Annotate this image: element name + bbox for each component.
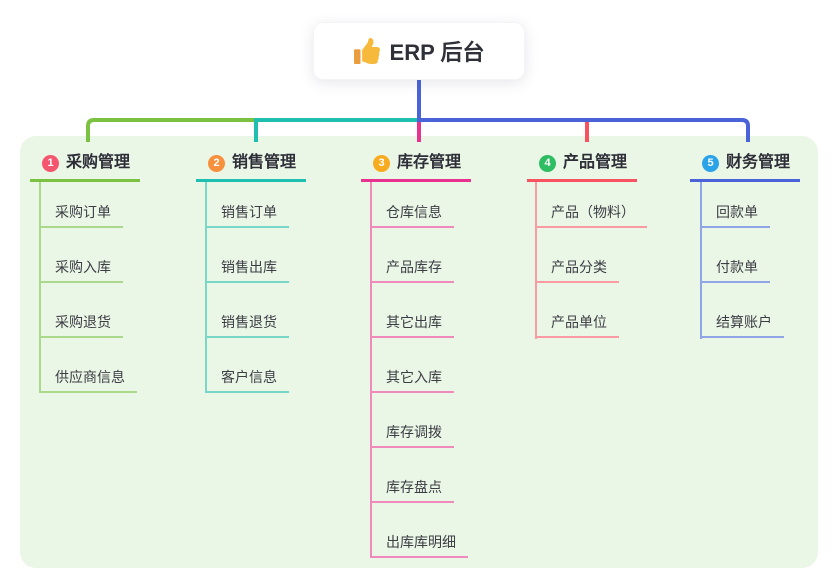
branch-number-badge: 3 [373, 154, 390, 172]
branch-label-text: 采购管理 [66, 154, 131, 171]
thumbs-up-icon [353, 38, 380, 64]
child-node[interactable]: 采购退货 [40, 312, 123, 338]
child-node[interactable]: 付款单 [701, 257, 770, 283]
branch-label-text: 产品管理 [563, 154, 628, 171]
child-node[interactable]: 销售出库 [206, 257, 289, 283]
branch-label-text: 销售管理 [232, 154, 297, 171]
branch-label-finance[interactable]: 5 财务管理 [690, 148, 801, 182]
child-node[interactable]: 其它出库 [371, 312, 454, 338]
root-node[interactable]: ERP 后台 [313, 22, 525, 80]
branch-label-inventory[interactable]: 3 库存管理 [361, 148, 472, 182]
branch-label-product[interactable]: 4 产品管理 [527, 148, 638, 182]
branch-number-badge: 5 [702, 154, 719, 172]
branch-number-badge: 1 [42, 154, 59, 172]
child-node[interactable]: 仓库信息 [371, 202, 454, 228]
child-node[interactable]: 回款单 [701, 202, 770, 228]
root-title: ERP 后台 [389, 40, 485, 65]
branch-label-purchase[interactable]: 1 采购管理 [30, 148, 141, 182]
branch-number-badge: 4 [539, 154, 556, 172]
child-node[interactable]: 采购入库 [40, 257, 123, 283]
child-node[interactable]: 其它入库 [371, 367, 454, 393]
child-node[interactable]: 供应商信息 [40, 367, 137, 393]
child-node[interactable]: 产品分类 [536, 257, 619, 283]
child-node[interactable]: 出库库明细 [371, 532, 468, 558]
child-node[interactable]: 库存盘点 [371, 477, 454, 503]
branch-label-sales[interactable]: 2 销售管理 [196, 148, 307, 182]
child-node[interactable]: 客户信息 [206, 367, 289, 393]
branch-number-badge: 2 [208, 154, 225, 172]
child-node[interactable]: 产品库存 [371, 257, 454, 283]
child-node[interactable]: 采购订单 [40, 202, 123, 228]
child-node[interactable]: 产品单位 [536, 312, 619, 338]
child-node[interactable]: 结算账户 [701, 312, 784, 338]
branch-label-text: 库存管理 [397, 154, 462, 171]
branches-panel [20, 136, 818, 568]
child-node[interactable]: 销售订单 [206, 202, 289, 228]
child-node[interactable]: 销售退货 [206, 312, 289, 338]
child-node[interactable]: 库存调拨 [371, 422, 454, 448]
branch-label-text: 财务管理 [726, 154, 791, 171]
child-node[interactable]: 产品（物料） [536, 202, 647, 228]
